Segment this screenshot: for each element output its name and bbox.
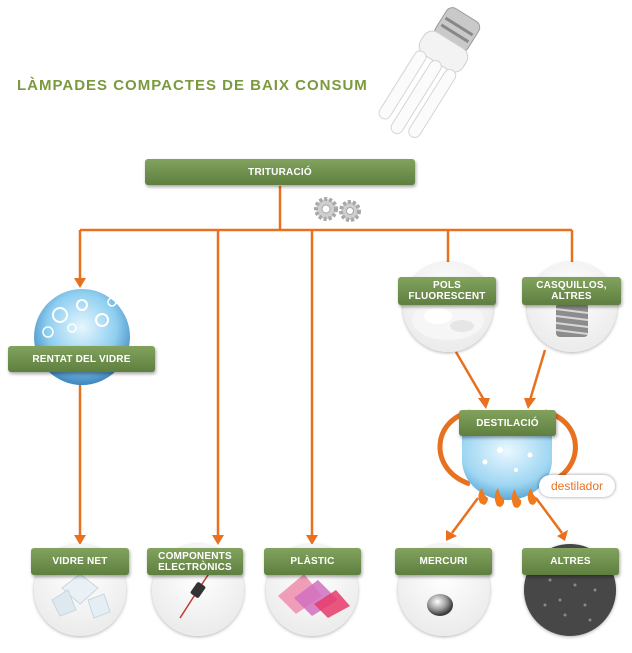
- node-destilacio: DESTILACIÓ: [459, 410, 556, 436]
- node-components-line1: COMPONENTS: [158, 550, 232, 562]
- node-altres: ALTRES: [522, 548, 619, 575]
- connector-lines: [78, 186, 578, 535]
- node-vidre-net: VIDRE NET: [31, 548, 129, 575]
- node-plastic: PLÀSTIC: [264, 548, 361, 575]
- fluorescent-powder-icon: [403, 262, 493, 352]
- node-components-electronics: COMPONENTS ELECTRÒNICS: [147, 548, 243, 575]
- flame-icon: [478, 488, 537, 508]
- node-components-line2: ELECTRÒNICS: [158, 561, 232, 573]
- distillation-bowl: [462, 430, 552, 500]
- page-title: LÀMPADES COMPACTES DE BAIX CONSUM: [17, 77, 368, 94]
- screw-base-icon: [527, 262, 617, 352]
- node-pols-line1: POLS: [432, 280, 462, 291]
- node-trituracio: TRITURACIÓ: [145, 159, 415, 185]
- label-destilador: destilador: [539, 475, 615, 497]
- node-mercuri: MERCURI: [395, 548, 492, 575]
- node-pols-fluorescent: POLS FLUORESCENT: [398, 277, 496, 305]
- lamp-bulb-icon: [378, 7, 481, 138]
- node-pols-line2: FLUORESCENT: [408, 291, 486, 302]
- gears-icon: [314, 197, 361, 222]
- node-casquillos: CASQUILLOS, ALTRES: [522, 277, 621, 305]
- node-rentat-vidre: RENTAT DEL VIDRE: [8, 346, 155, 372]
